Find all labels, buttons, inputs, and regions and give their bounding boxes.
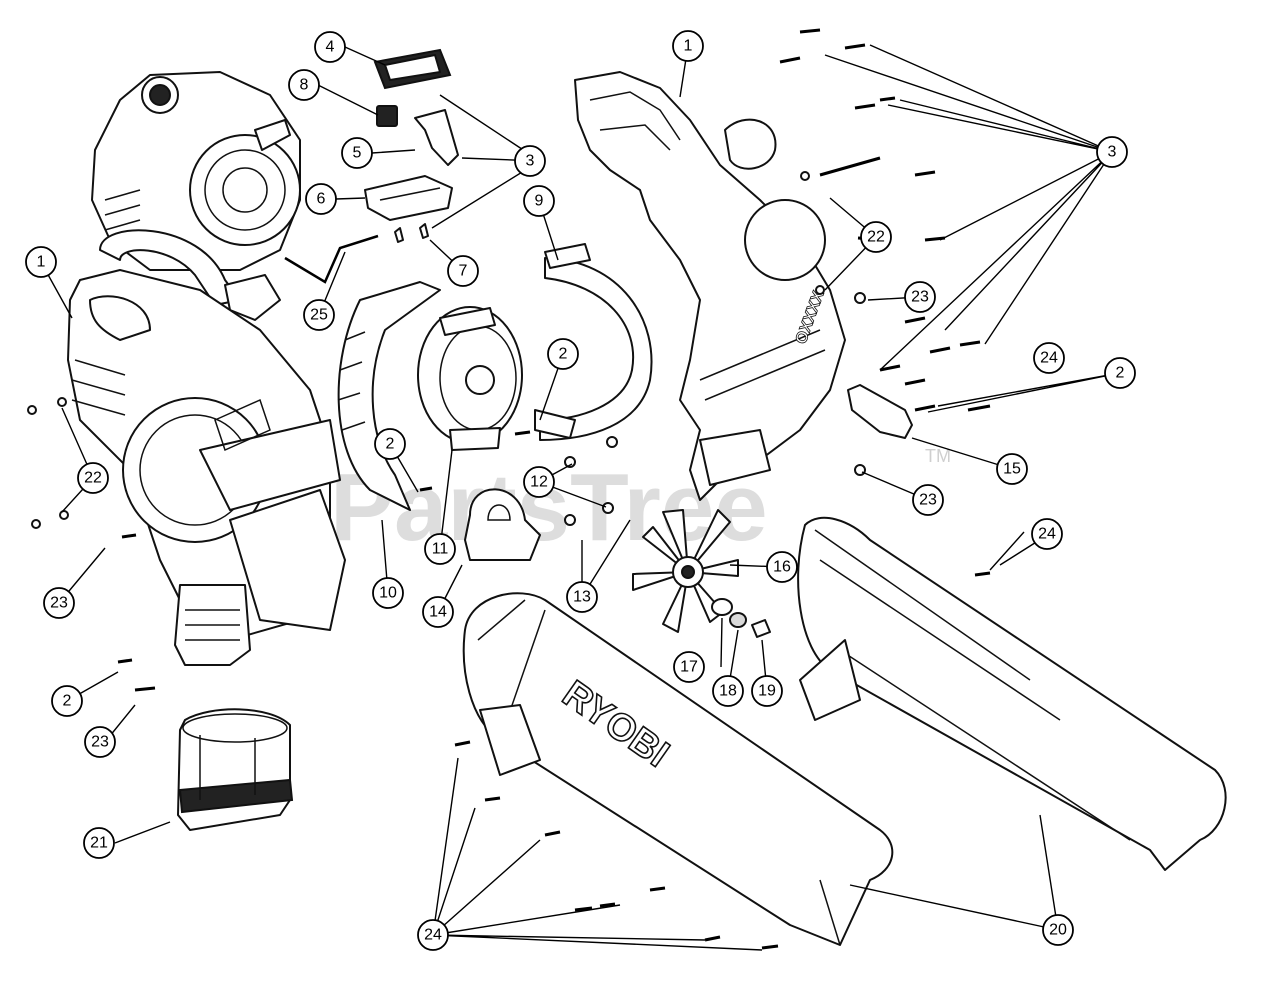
callout-9: 9 [523, 185, 555, 217]
svg-text:18: 18 [719, 683, 737, 700]
svg-text:23: 23 [919, 492, 937, 509]
callout-11: 11 [424, 533, 456, 565]
callout-24: 24 [417, 919, 449, 951]
callout-7: 7 [447, 255, 479, 287]
svg-text:19: 19 [758, 683, 776, 700]
callout-16: 16 [766, 551, 798, 583]
callout-25: 25 [303, 299, 335, 331]
volute-parts [337, 281, 541, 561]
svg-text:1: 1 [684, 38, 693, 55]
svg-text:20: 20 [1049, 922, 1067, 939]
svg-text:5: 5 [353, 145, 362, 162]
svg-text:22: 22 [867, 229, 885, 246]
svg-text:11: 11 [432, 541, 449, 558]
callout-1: 1 [25, 246, 57, 278]
svg-text:8: 8 [300, 77, 309, 94]
callout-3: 3 [514, 145, 546, 177]
blower-tubes: RYOBI [462, 516, 1227, 946]
svg-text:23: 23 [91, 734, 109, 751]
callout-17: 17 [673, 651, 705, 683]
callout-23: 23 [43, 587, 75, 619]
svg-text:13: 13 [573, 589, 591, 606]
callout-22: 22 [860, 221, 892, 253]
callout-14: 14 [422, 596, 454, 628]
svg-text:12: 12 [530, 474, 548, 491]
svg-text:10: 10 [379, 585, 397, 602]
callout-21: 21 [83, 827, 115, 859]
svg-text:1: 1 [37, 254, 46, 271]
nozzle-clip [847, 384, 913, 439]
svg-text:3: 3 [526, 153, 535, 170]
callout-5: 5 [341, 137, 373, 169]
svg-text:25: 25 [310, 307, 328, 324]
callout-13: 13 [566, 581, 598, 613]
svg-text:21: 21 [90, 835, 108, 852]
svg-text:16: 16 [773, 559, 791, 576]
shroud-part [534, 243, 653, 441]
callout-10: 10 [372, 577, 404, 609]
svg-text:14: 14 [429, 604, 447, 621]
screws [27, 28, 991, 950]
callout-6: 6 [305, 183, 337, 215]
callout-2: 2 [374, 428, 406, 460]
callout-15: 15 [996, 453, 1028, 485]
svg-text:17: 17 [680, 659, 698, 676]
leader-lines [40, 44, 1121, 951]
svg-text:24: 24 [424, 927, 442, 944]
watermark-trademark: TM [925, 446, 951, 466]
callout-23: 23 [904, 281, 936, 313]
callout-22: 22 [77, 462, 109, 494]
svg-text:2: 2 [1116, 365, 1125, 382]
svg-text:24: 24 [1040, 350, 1058, 367]
callout-24: 24 [1033, 342, 1065, 374]
callout-23: 23 [84, 726, 116, 758]
callout-18: 18 [712, 675, 744, 707]
callout-3: 3 [1096, 136, 1128, 168]
right-housing-half: OXXXX [574, 71, 846, 501]
svg-text:9: 9 [535, 193, 544, 210]
callout-12: 12 [523, 466, 555, 498]
callout-2: 2 [1104, 357, 1136, 389]
svg-text:2: 2 [559, 346, 568, 363]
svg-text:15: 15 [1003, 461, 1021, 478]
callout-2: 2 [547, 338, 579, 370]
callouts: 1 1 2 2 2 2 3 3 4 5 6 7 8 9 10 11 12 13 … [25, 30, 1136, 951]
callout-20: 20 [1042, 914, 1074, 946]
svg-text:4: 4 [326, 39, 335, 56]
svg-text:2: 2 [386, 436, 395, 453]
svg-text:23: 23 [911, 289, 929, 306]
svg-text:22: 22 [84, 470, 102, 487]
svg-text:23: 23 [50, 595, 68, 612]
svg-text:2: 2 [63, 693, 72, 710]
callout-1: 1 [672, 30, 704, 62]
callout-19: 19 [751, 675, 783, 707]
svg-text:6: 6 [317, 191, 326, 208]
fan-and-hardware [564, 436, 771, 638]
left-blower-assembly [67, 71, 346, 666]
switch-parts [284, 48, 459, 284]
svg-text:3: 3 [1108, 144, 1117, 161]
callout-2: 2 [51, 685, 83, 717]
svg-text:24: 24 [1038, 526, 1056, 543]
intake-cover [177, 708, 294, 831]
svg-text:7: 7 [459, 263, 468, 280]
callout-8: 8 [288, 69, 320, 101]
callout-24: 24 [1031, 518, 1063, 550]
callout-4: 4 [314, 31, 346, 63]
callout-23: 23 [912, 484, 944, 516]
